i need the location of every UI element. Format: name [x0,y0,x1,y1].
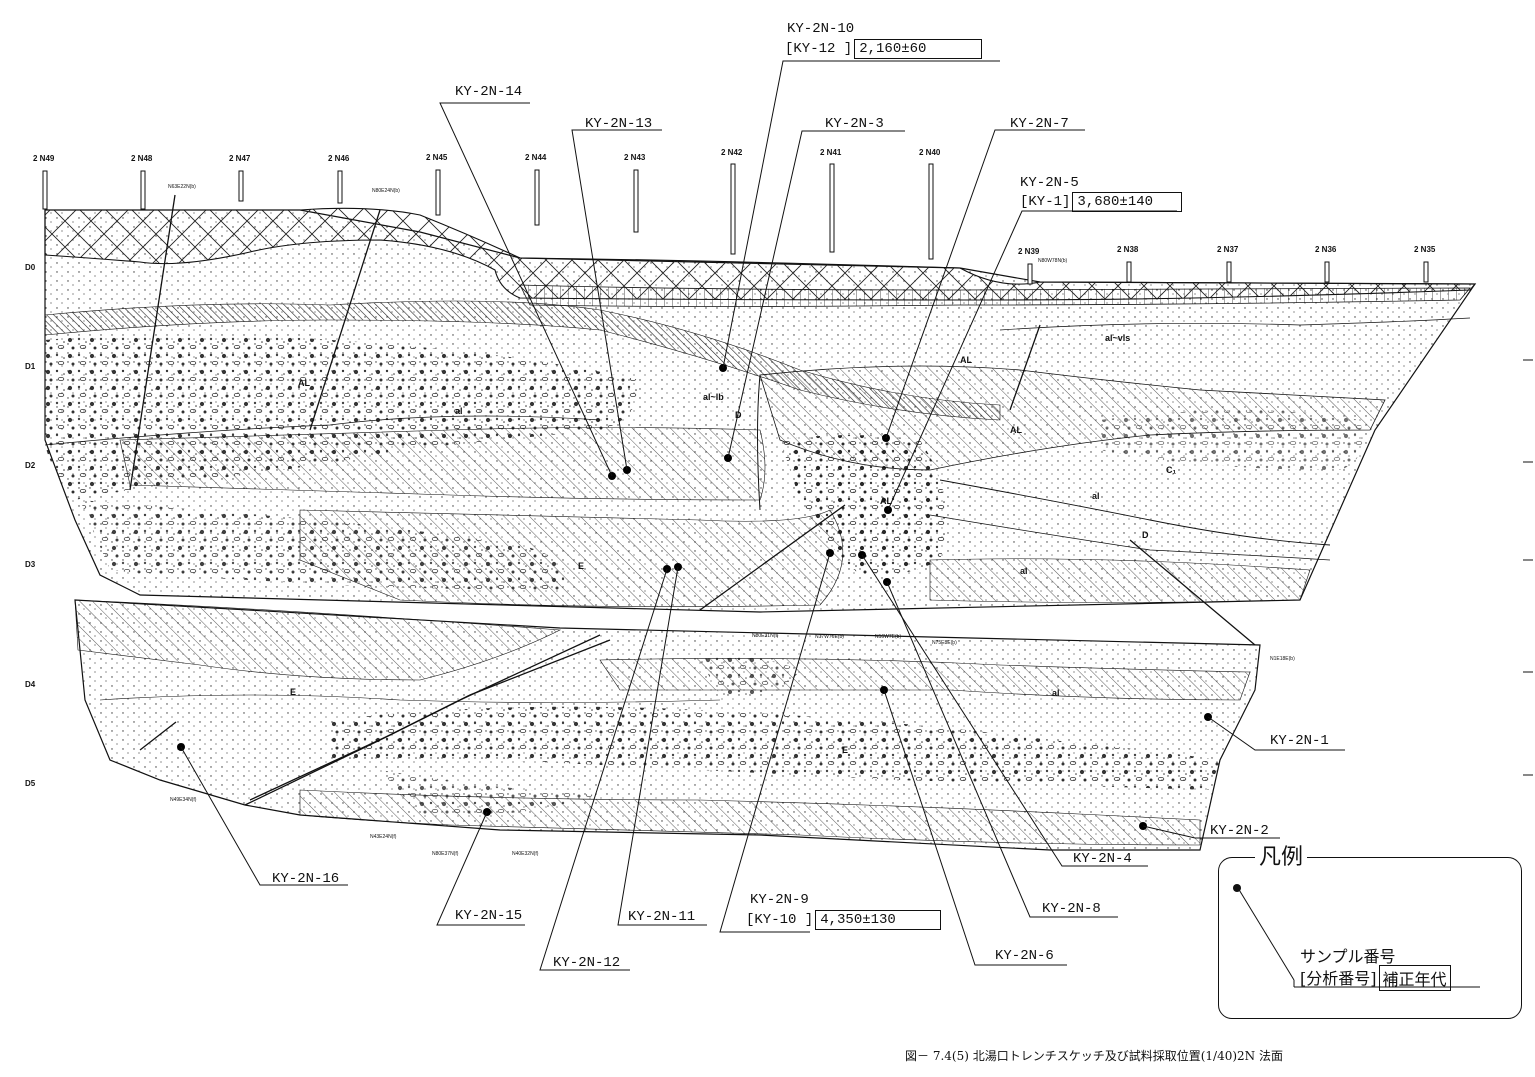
sample-label-12: KY-2N-12 [553,955,621,971]
depth-mark: D1 [25,362,36,371]
sample-label-4: KY-2N-4 [1073,851,1132,867]
corrected-age: 4,350±130 [815,910,942,930]
station-label: 2 N36 [1315,245,1337,254]
unit-label: D [1142,530,1149,540]
leader-lines [180,60,1480,988]
unit-label: D [735,410,742,420]
depth-mark: D0 [25,263,36,272]
analysis-number: [KY-10 ] [746,912,814,928]
unit-label: al~lb [703,392,724,402]
lower-section [74,599,1261,851]
unit-label: AL [298,378,310,388]
sample-label-1: KY-2N-1 [1270,733,1329,749]
station-label: 2 N37 [1217,245,1239,254]
analysis-number: [KY-12 ] [785,41,853,57]
station-label: 2 N49 [33,154,55,163]
sample-label-5: KY-2N-5 [1020,175,1079,191]
unit-label: al [1052,688,1060,698]
legend-box [1218,857,1522,1019]
station-label: 2 N46 [328,154,350,163]
unit-label: AL [880,496,892,506]
depth-mark: D5 [25,779,36,788]
station-label: 2 N40 [919,148,941,157]
sample-label-14: KY-2N-14 [455,84,523,100]
sample-10-dating: [KY-12 ] 2,160±60 [785,39,983,59]
sample-label-7: KY-2N-7 [1010,116,1069,132]
depth-mark: D2 [25,461,36,470]
unit-label: E [578,561,585,571]
fault-label: N80E31N(f) [752,633,779,639]
sample-label-8: KY-2N-8 [1042,901,1101,917]
sample-label-6: KY-2N-6 [995,948,1054,964]
fault-label: N16W7E(b) [875,634,902,640]
sample-label-16: KY-2N-16 [272,871,340,887]
fault-label: N75E8E(b) [932,640,957,646]
corrected-age: 2,160±60 [854,39,983,59]
figure-caption: 図－ 7.4(5) 北湯口トレンチスケッチ及び試料採取位置(1/40)2N 法面 [905,1049,1283,1063]
legend-sample-number: サンプル番号 [1300,947,1396,966]
fault-label: N80E37N(f) [432,851,459,857]
station-label: 2 N45 [426,153,448,162]
station-label: 2 N43 [624,153,646,162]
sample-label-3: KY-2N-3 [825,116,884,132]
sample-label-9: KY-2N-9 [750,892,809,908]
sample-9-dating: [KY-10 ] 4,350±130 [746,910,942,930]
station-label: 2 N42 [721,148,743,157]
station-label: 2 N39 [1018,247,1040,256]
legend-corrected-age: 補正年代 [1378,965,1451,991]
margin-ticks [1523,359,1533,776]
legend-analysis-number: [分析番号] [1300,969,1377,988]
station-label: 2 N47 [229,154,251,163]
station-label: 2 N38 [1117,245,1139,254]
unit-label: al [1092,491,1100,501]
station-label: 2 N35 [1414,245,1436,254]
depth-mark: D3 [25,560,36,569]
unit-label: C₁ [1166,465,1177,475]
legend-title: 凡例 [1255,846,1308,870]
upper-section [44,207,1477,613]
fault-label: N80W78N(b) [1038,258,1068,264]
unit-label: AL [960,355,972,365]
unit-label: E [290,687,297,697]
fault-label: N40E32N(f) [512,851,539,857]
unit-label: al~vls [1105,333,1131,343]
legend-sample-dot [1233,884,1241,892]
analysis-number: [KY-1] [1020,194,1071,210]
fault-label: N63E22N(b) [168,184,196,190]
sample-5-dating: [KY-1] 3,680±140 [1020,192,1183,212]
unit-label: al [455,406,463,416]
fault-label: N43E24N(f) [370,834,397,840]
fault-label: N1E18E(b) [1270,656,1295,662]
sample-label-2: KY-2N-2 [1210,823,1269,839]
unit-label: al [1020,566,1028,576]
station-poles [42,163,1429,285]
corrected-age: 3,680±140 [1072,192,1183,212]
fault-label: N49E34N(f) [170,797,197,803]
fault-label: N17W76E(b) [815,634,844,640]
fault-label: N80E24N(b) [372,188,400,194]
sample-label-15: KY-2N-15 [455,908,523,924]
station-label: 2 N41 [820,148,842,157]
depth-mark: D4 [25,680,36,689]
sample-label-10: KY-2N-10 [787,21,855,37]
legend-dating-row: [分析番号] 補正年代 [1300,965,1451,991]
fault-lines [129,194,1256,806]
station-label: 2 N44 [525,153,547,162]
sample-label-11: KY-2N-11 [628,909,696,925]
station-label: 2 N48 [131,154,153,163]
sample-label-13: KY-2N-13 [585,116,653,132]
unit-label: AL [1010,425,1022,435]
unit-label: E [842,745,849,755]
